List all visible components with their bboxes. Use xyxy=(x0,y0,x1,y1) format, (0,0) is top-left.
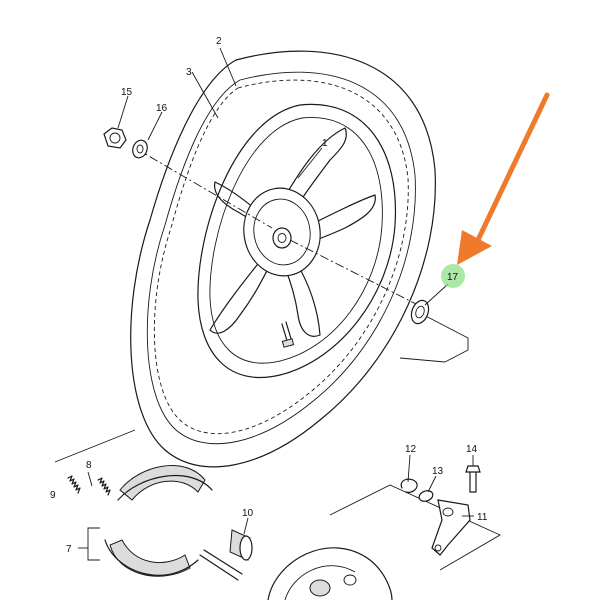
leader-lines xyxy=(78,47,474,549)
label-part-16: 16 xyxy=(156,103,168,114)
highlight-marker xyxy=(441,264,465,288)
label-part-17: 17 xyxy=(447,272,459,283)
label-part-7: 7 xyxy=(66,544,72,555)
brake-panel xyxy=(267,547,393,600)
brake-shoes xyxy=(87,465,213,577)
label-part-1: 1 xyxy=(322,138,328,149)
label-part-15: 15 xyxy=(121,87,133,98)
spacer-washer xyxy=(410,299,430,325)
label-part-3: 3 xyxy=(186,67,192,78)
label-part-10: 10 xyxy=(242,508,254,519)
label-part-9: 9 xyxy=(50,490,56,501)
label-part-14: 14 xyxy=(466,444,478,455)
circlip xyxy=(400,478,418,493)
label-part-2: 2 xyxy=(216,36,222,47)
label-part-11: 11 xyxy=(477,512,488,523)
nut-washer xyxy=(132,139,148,159)
brake-arm xyxy=(431,499,471,556)
label-part-8: 8 xyxy=(86,460,92,471)
tire xyxy=(130,50,436,468)
brake-springs xyxy=(67,475,111,496)
brake-arm-washer xyxy=(418,490,434,502)
brake-camshaft xyxy=(199,529,253,581)
brake-arm-bolt xyxy=(465,465,481,493)
label-part-12: 12 xyxy=(405,444,417,455)
callout-arrow xyxy=(457,92,550,265)
wheel-rim xyxy=(197,103,397,379)
axle-nut xyxy=(103,127,127,149)
label-part-13: 13 xyxy=(432,466,444,477)
